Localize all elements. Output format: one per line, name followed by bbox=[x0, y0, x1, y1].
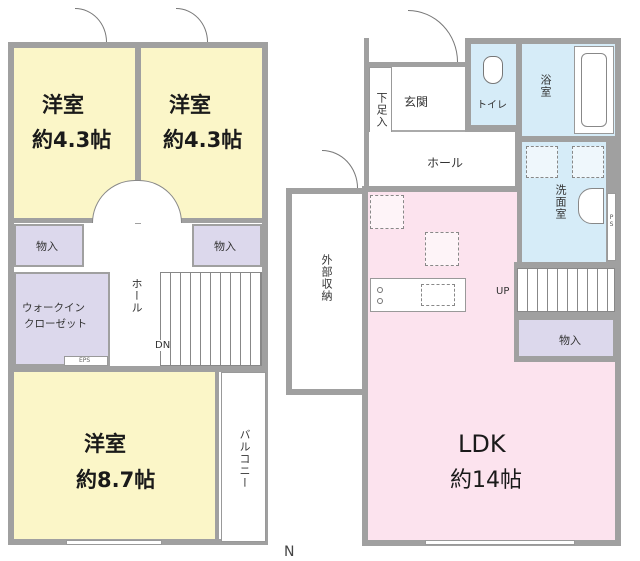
bedroom-3: 洋室 約8.7帖 bbox=[14, 372, 215, 539]
shoe-storage-label: 下足入 bbox=[375, 92, 388, 128]
toilet: トイレ bbox=[471, 44, 516, 125]
lower-storage: 物入 bbox=[517, 318, 615, 358]
bedroom-3-label: 洋室 bbox=[84, 432, 126, 456]
partition-wall bbox=[215, 372, 219, 539]
lower-hall-label: ホール bbox=[427, 156, 464, 170]
washing-machine-icon bbox=[572, 146, 604, 178]
bath: 浴室 bbox=[522, 44, 615, 136]
storage-right: 物入 bbox=[192, 224, 262, 267]
lower-stairs-label: UP bbox=[496, 286, 510, 297]
door-swing bbox=[322, 150, 358, 188]
bedroom-2-size: 約4.3帖 bbox=[163, 128, 243, 152]
toilet-label: トイレ bbox=[477, 100, 507, 111]
entrance-label: 玄関 bbox=[404, 95, 429, 109]
washroom-label: 洗面室 bbox=[554, 184, 567, 220]
lower-hall: ホール bbox=[369, 132, 515, 188]
eps-label: EPS bbox=[79, 357, 91, 364]
bedroom-1-size: 約4.3帖 bbox=[32, 128, 112, 152]
door-swing bbox=[75, 8, 107, 42]
entrance: 玄関 bbox=[392, 67, 466, 132]
partition-wall bbox=[14, 366, 262, 372]
entrance-wall-top bbox=[364, 62, 470, 67]
storage-left: 物入 bbox=[14, 224, 84, 267]
window bbox=[66, 540, 162, 545]
lower-storage-label: 物入 bbox=[559, 334, 581, 347]
balcony: バルコニー bbox=[221, 372, 266, 542]
door-swing bbox=[176, 8, 208, 42]
refrigerator-icon bbox=[370, 195, 404, 229]
walk-in-closet-line2: クローゼット bbox=[24, 318, 87, 330]
outdoor-storage-label: 外部収納 bbox=[320, 254, 333, 302]
bath-label: 浴室 bbox=[539, 74, 552, 98]
upper-stairs bbox=[160, 272, 262, 366]
entrance-wall bbox=[364, 38, 369, 188]
storage-right-label: 物入 bbox=[214, 240, 236, 253]
upper-stairs-label: DN bbox=[155, 340, 171, 351]
kitchen-counter bbox=[370, 278, 466, 312]
partition-wall bbox=[135, 48, 141, 224]
bedroom-2-label: 洋室 bbox=[169, 93, 211, 117]
kitchen-appliance-icon bbox=[425, 232, 459, 266]
window bbox=[425, 540, 575, 545]
washroom: 洗面室 bbox=[522, 142, 606, 262]
stove-icon bbox=[377, 298, 383, 304]
sink-icon bbox=[578, 188, 604, 224]
storage-left-label: 物入 bbox=[36, 240, 58, 253]
outdoor-storage: 外部収納 bbox=[286, 188, 366, 395]
walk-in-closet: ウォークイン クローゼット bbox=[14, 272, 110, 366]
lower-stairs bbox=[517, 268, 615, 312]
walk-in-closet-line1: ウォークイン bbox=[22, 302, 85, 314]
upper-hall-label: ホール bbox=[130, 278, 143, 314]
bathtub-icon bbox=[574, 46, 614, 134]
compass-north: N bbox=[284, 544, 295, 560]
eps-box: EPS bbox=[64, 356, 108, 366]
kitchen-sink-icon bbox=[421, 284, 455, 306]
washing-machine-icon bbox=[526, 146, 558, 178]
ldk-label: LDK bbox=[458, 430, 506, 458]
bedroom-1-label: 洋室 bbox=[42, 93, 84, 117]
pipe-space-label: PS bbox=[609, 214, 614, 228]
stove-icon bbox=[377, 287, 383, 293]
toilet-bowl-icon bbox=[483, 56, 503, 84]
pipe-space: PS bbox=[607, 193, 616, 261]
balcony-label: バルコニー bbox=[238, 429, 251, 489]
entrance-door-swing bbox=[408, 10, 458, 62]
bedroom-3-size: 約8.7帖 bbox=[76, 468, 156, 492]
ldk-size: 約14帖 bbox=[450, 468, 522, 493]
